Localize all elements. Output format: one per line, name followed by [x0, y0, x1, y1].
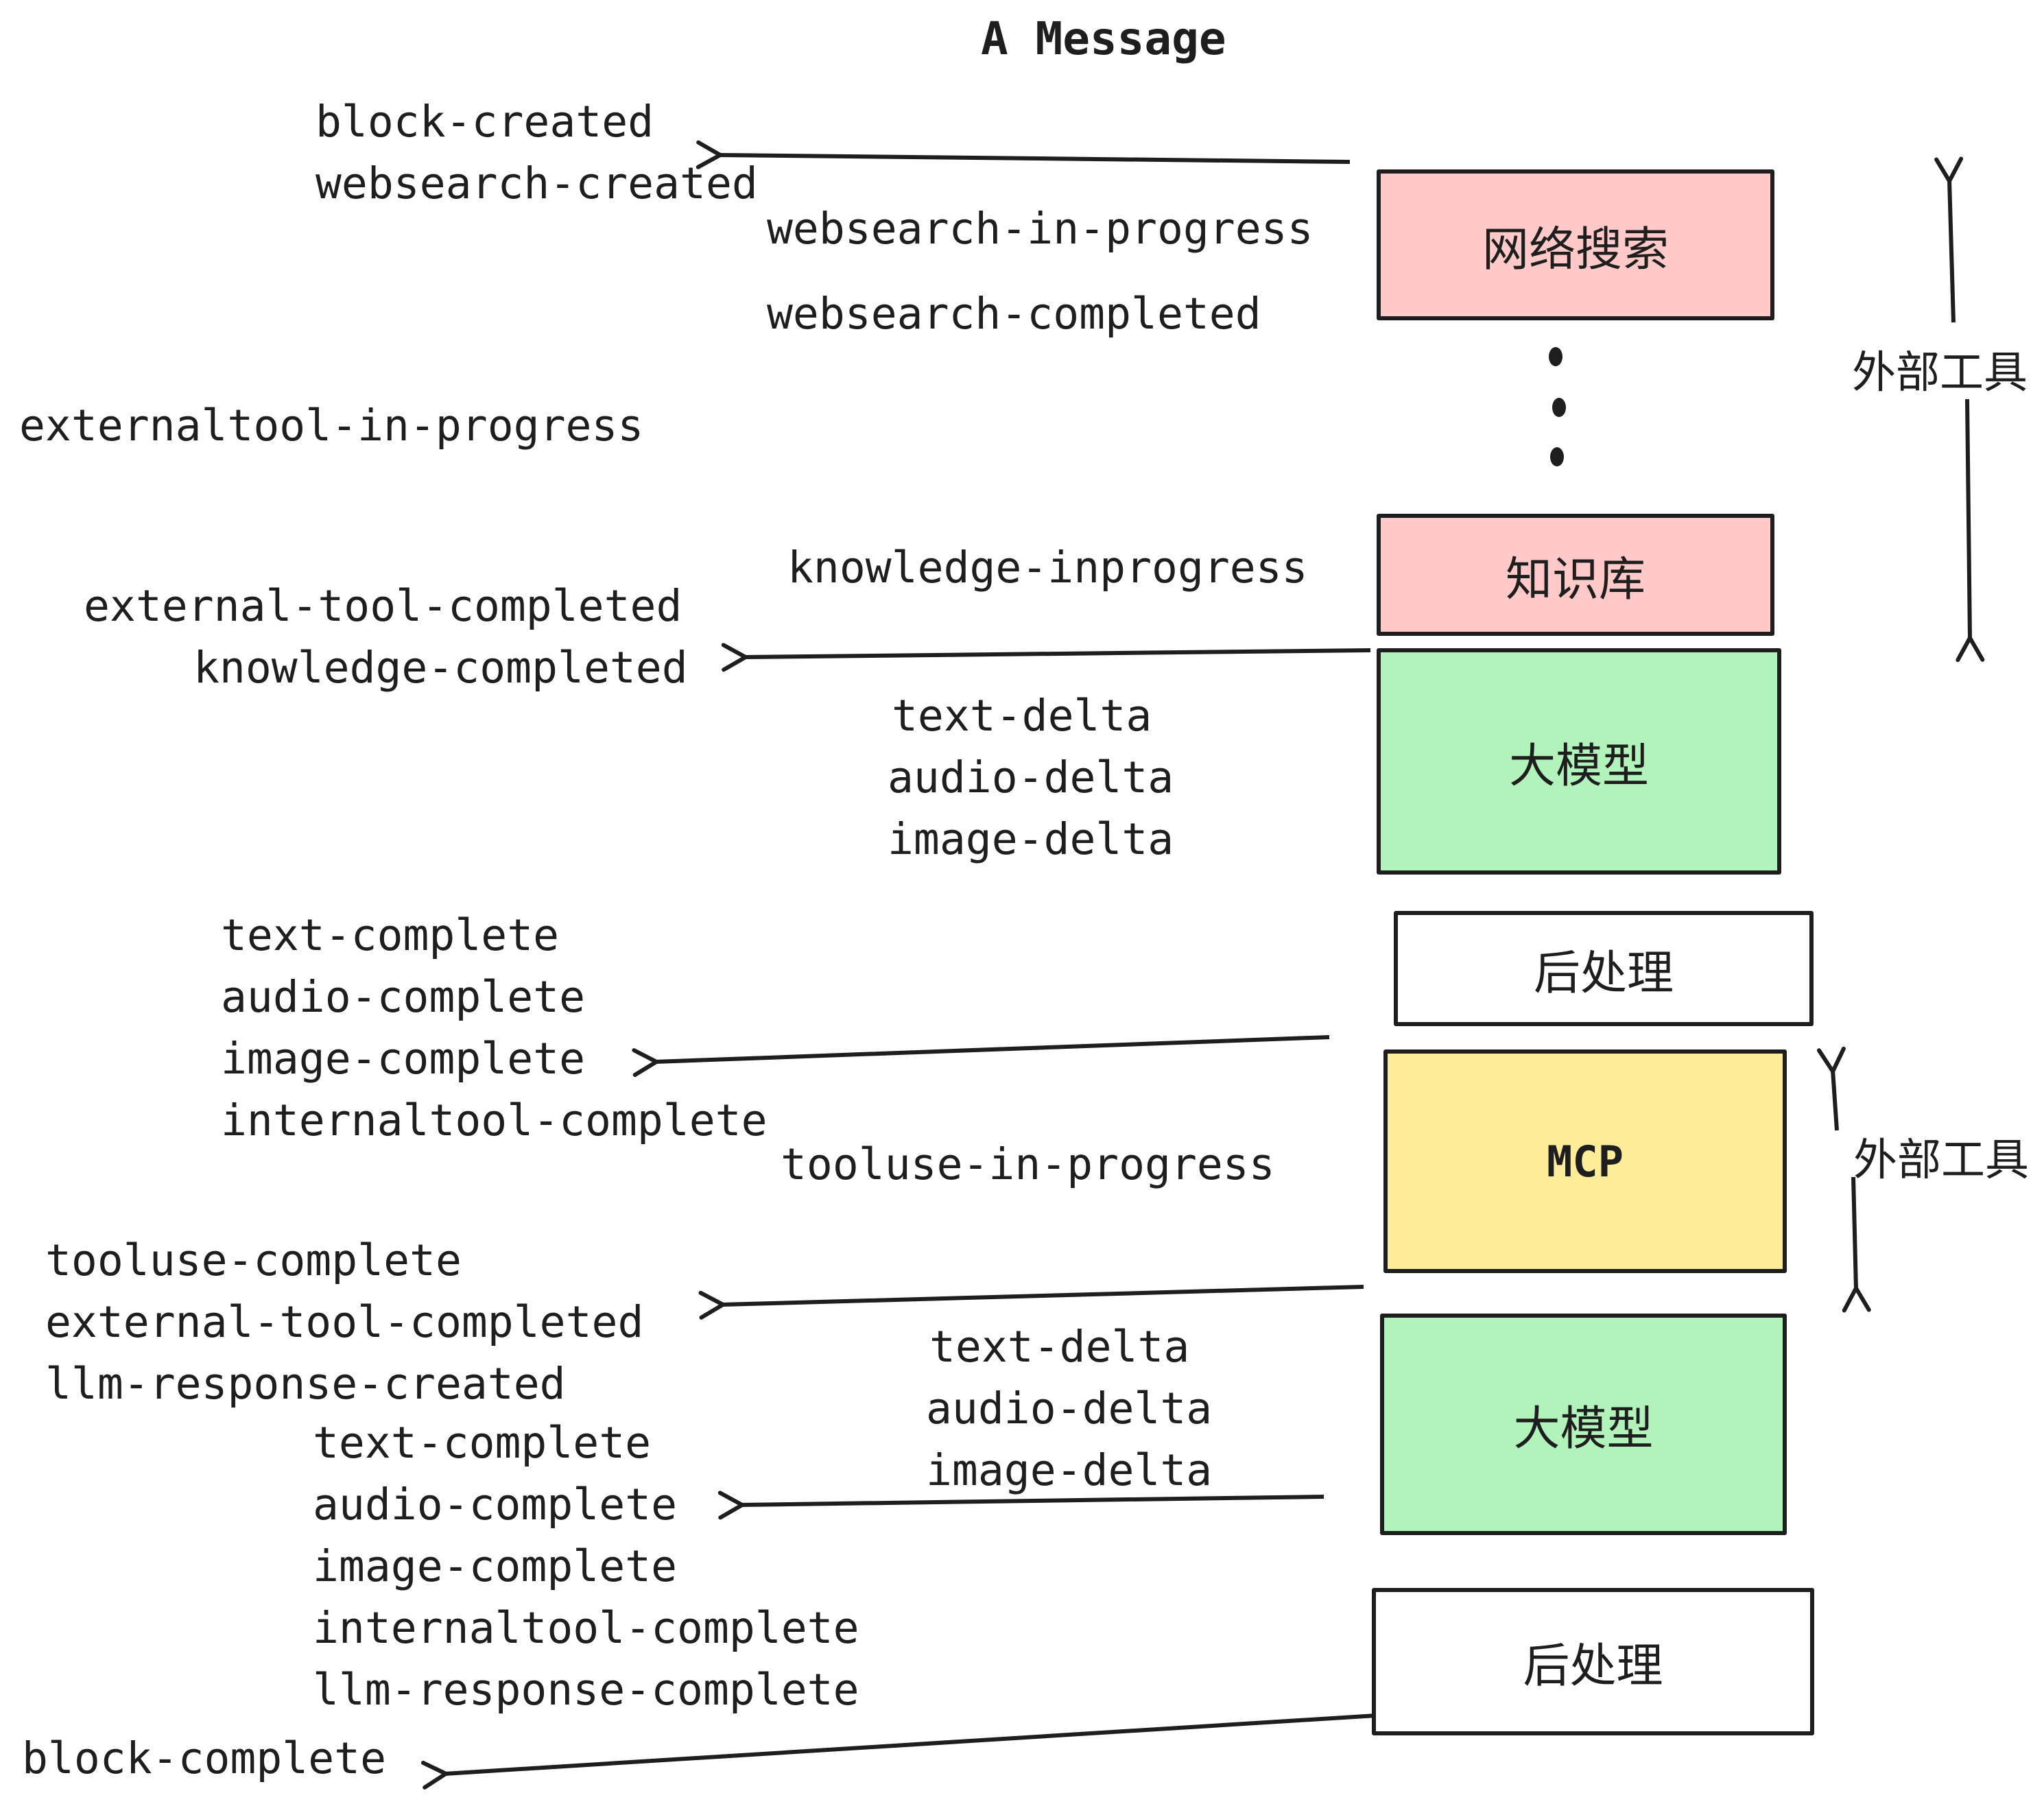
event-block-complete: block-complete	[22, 1733, 387, 1783]
external-tools-2-up-arrow	[1817, 1046, 1846, 1131]
external-tools-label-2: 外部工具	[1853, 1135, 2029, 1185]
event-websearch-in-progress: websearch-in-progress	[767, 204, 1314, 254]
postprocess-box-2: 后处理	[1372, 1588, 1814, 1735]
event-llm-response-created: llm-response-created	[45, 1359, 566, 1409]
event-knowledge-inprogress: knowledge-inprogress	[787, 543, 1308, 593]
arrow-to-tooluse-complete	[698, 1285, 1364, 1320]
event-audio-delta-1: audio-delta	[888, 752, 1174, 803]
llm-box-1-label: 大模型	[1508, 739, 1649, 792]
event-websearch-completed: websearch-completed	[767, 289, 1261, 339]
event-audio-complete-2: audio-complete	[313, 1480, 678, 1530]
event-image-complete-1: image-complete	[221, 1034, 586, 1084]
llm-box-2-label: 大模型	[1513, 1403, 1654, 1455]
event-image-delta-1: image-delta	[888, 814, 1174, 864]
event-tooluse-in-progress: tooluse-in-progress	[781, 1139, 1275, 1189]
knowledge-box: 知识库	[1377, 514, 1774, 636]
event-internaltool-complete-2: internaltool-complete	[313, 1603, 859, 1653]
postprocess-box-2-label: 后处理	[1523, 1640, 1663, 1692]
arrow-to-image-complete	[632, 1035, 1330, 1078]
postprocess-box-1-label: 后处理	[1533, 947, 1674, 999]
event-audio-complete-1: audio-complete	[221, 972, 586, 1022]
llm-box-1: 大模型	[1377, 648, 1781, 875]
event-internaltool-complete-1: internaltool-complete	[221, 1095, 768, 1146]
arrow-to-block-complete	[420, 1713, 1388, 1790]
external-tools-down-arrow	[1956, 399, 1985, 663]
event-image-delta-2: image-delta	[926, 1445, 1213, 1495]
knowledge-box-label: 知识库	[1505, 553, 1645, 606]
event-text-delta-2: text-delta	[929, 1322, 1190, 1372]
external-tools-2-down-arrow	[1842, 1176, 1871, 1313]
llm-box-2: 大模型	[1380, 1314, 1787, 1535]
ellipsis-dots	[1549, 347, 1566, 466]
event-text-complete-2: text-complete	[313, 1418, 652, 1468]
event-image-complete-2: image-complete	[313, 1541, 678, 1591]
arrow-to-block-created	[696, 140, 1351, 169]
event-block-created: block-created	[316, 97, 654, 147]
event-knowledge-completed: knowledge-completed	[193, 643, 688, 693]
external-tools-up-arrow	[1934, 156, 1964, 323]
arrow-to-audio-complete	[717, 1491, 1324, 1520]
page-title: A Message	[981, 12, 1226, 65]
event-text-complete-1: text-complete	[221, 910, 560, 960]
mcp-box-label: MCP	[1547, 1136, 1624, 1187]
event-websearch-created: websearch-created	[316, 158, 758, 209]
event-text-delta-1: text-delta	[892, 691, 1152, 741]
event-llm-response-complete: llm-response-complete	[313, 1665, 859, 1715]
event-external-tool-completed-2: external-tool-completed	[45, 1297, 644, 1347]
external-tools-label: 外部工具	[1852, 348, 2028, 397]
mcp-box: MCP	[1383, 1049, 1787, 1273]
event-externaltool-in-progress: externaltool-in-progress	[19, 401, 644, 451]
event-audio-delta-2: audio-delta	[926, 1384, 1213, 1434]
arrow-to-knowledge-completed	[721, 643, 1371, 672]
postprocess-box-1: 后处理	[1394, 911, 1814, 1026]
event-external-tool-completed: external-tool-completed	[84, 581, 682, 631]
event-tooluse-complete: tooluse-complete	[45, 1235, 462, 1285]
websearch-box-label: 网络搜索	[1482, 223, 1669, 276]
websearch-box: 网络搜索	[1377, 169, 1774, 320]
